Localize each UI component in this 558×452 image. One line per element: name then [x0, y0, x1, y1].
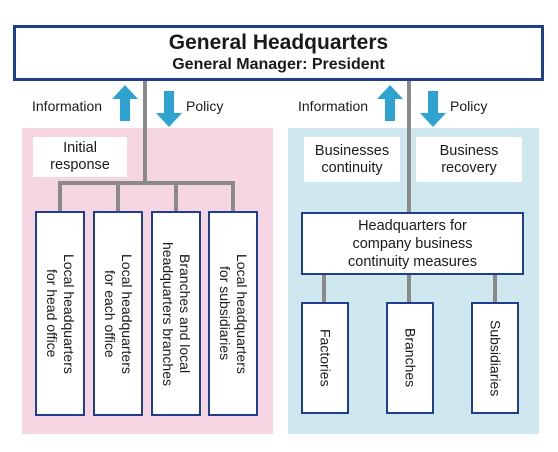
left-information-label: Information: [32, 98, 103, 114]
local-hq-subsidiaries-box: Local headquarters for subsidiaries: [208, 211, 258, 416]
local-hq-head-office-label: Local headquarters for head office: [44, 253, 77, 374]
business-recovery-label: Business recovery: [416, 137, 522, 182]
left-drop-line-3: [174, 181, 178, 213]
right-policy-down-arrow-icon: [420, 91, 446, 127]
left-drop-line-1: [58, 181, 62, 213]
local-hq-each-office-box: Local headquarters for each office: [93, 211, 143, 416]
factories-label: Factories: [317, 329, 334, 387]
left-policy-down-arrow-icon: [156, 91, 182, 127]
bcp-headquarters-box: Headquarters for company business contin…: [301, 212, 524, 275]
right-drop-line-2: [407, 274, 411, 304]
left-trunk-line: [143, 81, 147, 184]
general-manager-label: General Manager: President: [172, 56, 385, 73]
businesses-continuity-label: Businesses continuity: [304, 137, 400, 182]
right-information-label: Information: [298, 98, 369, 114]
subsidiaries-label: Subsidiaries: [487, 319, 504, 397]
left-branch-line: [58, 181, 235, 185]
factories-box: Factories: [301, 302, 349, 414]
initial-response-label: Initial response: [33, 137, 127, 177]
right-policy-label: Policy: [450, 98, 488, 114]
subsidiaries-box: Subsidiaries: [471, 302, 519, 414]
right-information-up-arrow-icon: [377, 85, 403, 121]
left-drop-line-4: [231, 181, 235, 213]
general-headquarters-box: General Headquarters General Manager: Pr…: [13, 25, 544, 81]
left-drop-line-2: [116, 181, 120, 213]
right-trunk-line: [407, 81, 411, 214]
branches-label: Branches: [402, 328, 419, 388]
businesses-continuity-text: Businesses continuity: [314, 142, 390, 176]
business-recovery-text: Business recovery: [439, 142, 499, 176]
left-policy-label: Policy: [186, 98, 224, 114]
initial-response-text: Initial response: [50, 140, 110, 173]
right-drop-line-3: [493, 274, 497, 304]
left-information-up-arrow-icon: [112, 85, 138, 121]
bcp-headquarters-label: Headquarters for company business contin…: [348, 217, 477, 270]
local-hq-subsidiaries-label: Local headquarters for subsidiaries: [217, 253, 250, 374]
branches-local-hq-box: Branches and local headquarters branches: [151, 211, 201, 416]
branches-box: Branches: [386, 302, 434, 414]
branches-local-hq-label: Branches and local headquarters branches: [160, 241, 193, 386]
general-headquarters-title: General Headquarters: [168, 31, 389, 54]
local-hq-each-office-label: Local headquarters for each office: [102, 253, 135, 374]
local-hq-head-office-box: Local headquarters for head office: [35, 211, 85, 416]
right-drop-line-1: [322, 274, 326, 304]
